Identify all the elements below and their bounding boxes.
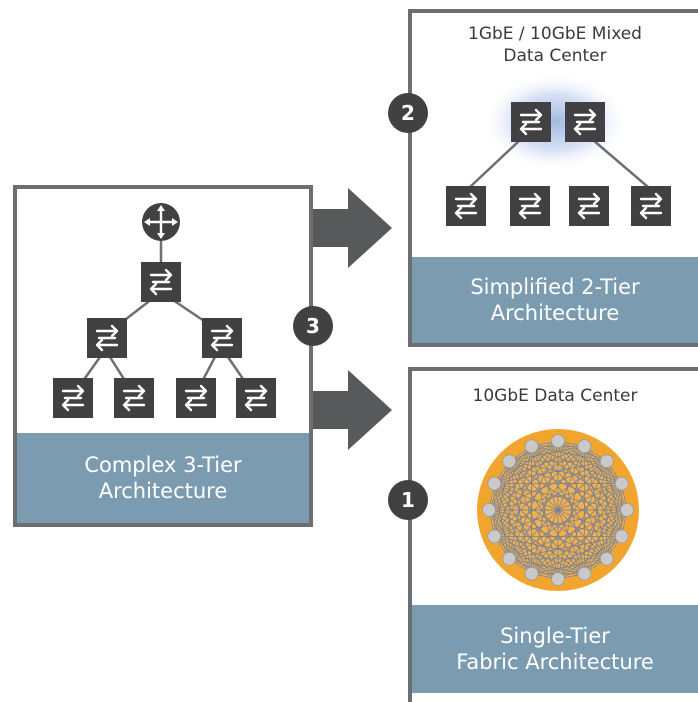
mesh-link <box>508 483 622 560</box>
switch-icon <box>87 318 127 358</box>
fabric-node <box>524 439 539 454</box>
full-mesh-fabric-icon <box>477 429 639 591</box>
mesh-link <box>488 483 622 511</box>
mesh-link <box>488 509 585 575</box>
mesh-link <box>493 446 533 537</box>
switch-icon <box>569 186 609 226</box>
three-tier-title-line1: Complex 3-Tier <box>84 453 242 477</box>
fabric-node <box>482 503 496 517</box>
switch-icon <box>236 378 276 418</box>
mesh-link <box>508 460 585 574</box>
mesh-link <box>531 445 623 537</box>
switch-icon <box>446 186 486 226</box>
mesh-link <box>584 446 628 511</box>
fabric-node <box>502 551 517 566</box>
mesh-link <box>531 446 559 580</box>
three-tier-title-line2: Architecture <box>98 479 228 503</box>
mesh-link <box>531 446 585 574</box>
mesh-link <box>531 445 622 485</box>
fabric-node <box>551 572 565 586</box>
fabric-node <box>551 434 565 448</box>
two-tier-panel: 1GbE / 10GbE Mixed Data Center Simplifie… <box>408 9 698 347</box>
mesh-link <box>493 483 559 580</box>
switch-icon <box>510 186 550 226</box>
fabric-node <box>614 476 629 491</box>
mesh-link <box>509 460 628 511</box>
mesh-link <box>493 461 510 537</box>
single-tier-header: 10GbE Data Center <box>472 386 638 406</box>
mesh-link <box>531 460 608 574</box>
mesh-link <box>493 483 510 559</box>
two-tier-title-line2: Architecture <box>490 301 620 325</box>
mesh-link <box>493 483 533 574</box>
mesh-link <box>494 460 608 537</box>
fabric-node <box>487 476 502 491</box>
mesh-link <box>508 460 622 537</box>
two-tier-header-line2: Data Center <box>503 46 607 66</box>
step-badge-2: 2 <box>388 93 428 133</box>
mesh-link <box>606 461 623 537</box>
mesh-link <box>557 440 622 484</box>
step-badge-3: 3 <box>293 306 333 346</box>
two-tier-links <box>469 139 649 188</box>
mesh-link <box>508 446 585 560</box>
right-arrow-icon <box>313 188 392 268</box>
mesh-link <box>494 483 608 560</box>
switch-icon <box>176 378 216 418</box>
fabric-node <box>577 439 592 454</box>
single-tier-title-line2: Fabric Architecture <box>456 650 654 674</box>
switch-icon <box>114 378 154 418</box>
switch-icon <box>631 186 671 226</box>
mesh-link <box>531 446 608 560</box>
step-badge-1: 1 <box>388 480 428 520</box>
spine-glow <box>481 72 629 172</box>
fabric-node <box>502 454 517 469</box>
mesh-link <box>494 536 559 580</box>
two-tier-header-line1: 1GbE / 10GbE Mixed <box>468 24 642 44</box>
switch-icon <box>511 102 551 142</box>
two-tier-footer: Simplified 2-Tier Architecture <box>412 257 698 343</box>
mesh-link <box>509 445 585 462</box>
switch-icon <box>202 318 242 358</box>
router-icon <box>142 203 180 241</box>
fabric-node <box>620 503 634 517</box>
mesh-link <box>488 509 532 574</box>
single-tier-title-line1: Single-Tier <box>500 624 610 648</box>
fabric-node <box>577 566 592 581</box>
single-tier-footer: Single-Tier Fabric Architecture <box>412 605 698 693</box>
switch-icon <box>53 378 93 418</box>
mesh-link <box>606 483 623 559</box>
two-tier-title-line1: Simplified 2-Tier <box>470 275 640 299</box>
three-tier-links <box>71 222 256 396</box>
two-tier-header: 1GbE / 10GbE Mixed Data Center <box>412 23 698 67</box>
mesh-link <box>531 445 607 462</box>
right-arrow-icon <box>313 370 392 450</box>
mesh-link <box>488 509 622 537</box>
switch-icon <box>565 102 605 142</box>
mesh-link <box>531 440 559 574</box>
mesh-link <box>508 461 533 574</box>
three-tier-panel: Complex 3-Tier Architecture <box>13 185 313 527</box>
switch-icon <box>141 262 181 302</box>
mesh-link <box>557 440 585 574</box>
fabric-node <box>599 551 614 566</box>
mesh-link <box>494 483 628 511</box>
three-tier-footer: Complex 3-Tier Architecture <box>17 433 309 523</box>
mesh-link <box>494 509 628 537</box>
fabric-node <box>487 529 502 544</box>
mesh-link <box>531 558 607 575</box>
fabric-node <box>614 529 629 544</box>
mesh-link <box>508 446 533 559</box>
mesh-link <box>509 558 585 575</box>
mesh-link <box>494 440 559 484</box>
mesh-link <box>557 536 622 580</box>
mesh-link <box>531 445 628 511</box>
fabric-node <box>599 454 614 469</box>
mesh-link <box>557 446 585 580</box>
fabric-node <box>524 566 539 581</box>
mesh-link <box>488 446 532 511</box>
mesh-link <box>584 509 628 574</box>
